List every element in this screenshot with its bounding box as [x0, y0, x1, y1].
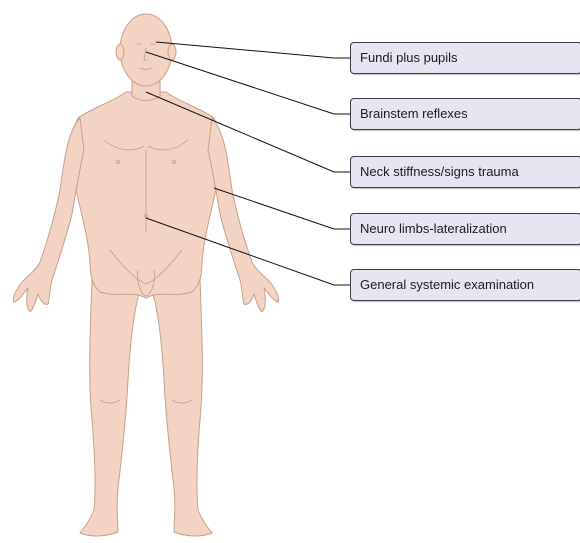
leader-line-fundi [156, 42, 350, 58]
right-ear [168, 44, 176, 60]
right-arm [208, 118, 279, 312]
label-general-systemic: General systemic examination [350, 269, 580, 301]
label-neck-stiffness: Neck stiffness/signs trauma [350, 156, 580, 188]
label-neuro-limbs: Neuro limbs-lateralization [350, 213, 580, 245]
label-fundi-pupils: Fundi plus pupils [350, 42, 580, 74]
left-leg [80, 280, 140, 536]
left-arm [13, 118, 84, 312]
label-brainstem-reflexes: Brainstem reflexes [350, 98, 580, 130]
left-ear [116, 44, 124, 60]
right-leg [152, 280, 212, 536]
